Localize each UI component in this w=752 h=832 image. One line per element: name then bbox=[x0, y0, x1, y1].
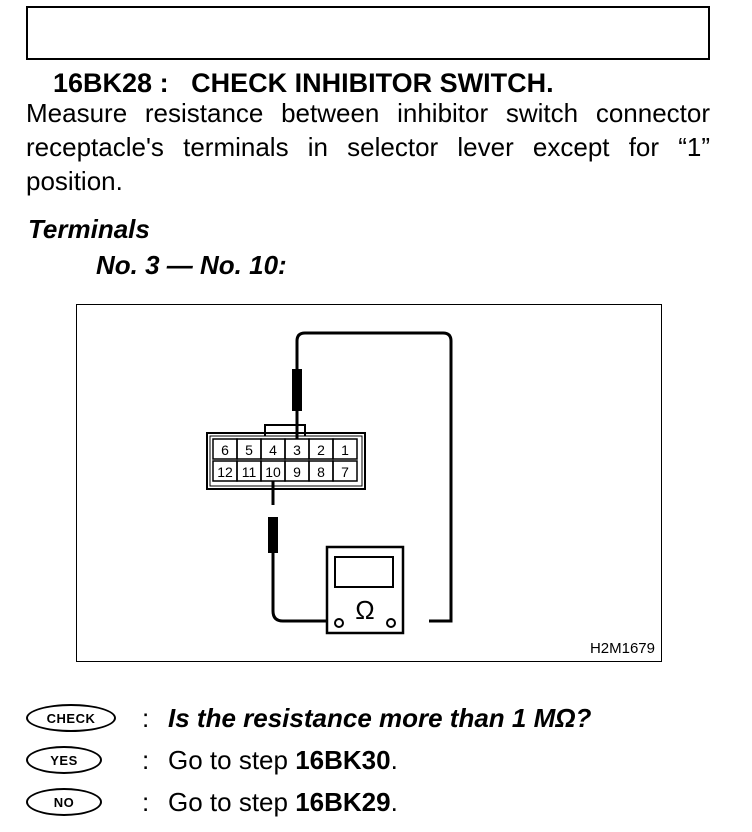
pin-3: 3 bbox=[293, 442, 301, 458]
step-title: 16BK28 : CHECK INHIBITOR SWITCH. bbox=[53, 68, 554, 98]
pin-12: 12 bbox=[217, 464, 233, 480]
step-header: 16BK28 : CHECK INHIBITOR SWITCH. bbox=[26, 6, 710, 98]
pin-9: 9 bbox=[293, 464, 301, 480]
no-instruction: Go to step 16BK29. bbox=[168, 787, 398, 818]
yes-colon: : bbox=[142, 744, 150, 775]
pin-1: 1 bbox=[341, 442, 349, 458]
yes-instruction: Go to step 16BK30. bbox=[168, 745, 398, 776]
probe-upper bbox=[292, 369, 302, 411]
pin-6: 6 bbox=[221, 442, 229, 458]
figure-code: H2M1679 bbox=[589, 640, 655, 657]
meter-terminal-left bbox=[334, 618, 344, 628]
check-badge: CHECK bbox=[26, 704, 116, 732]
meter-terminal-right bbox=[386, 618, 396, 628]
pin-5: 5 bbox=[245, 442, 253, 458]
pin-4: 4 bbox=[269, 442, 277, 458]
no-colon: : bbox=[142, 786, 150, 817]
no-suffix: . bbox=[390, 786, 398, 817]
pin-2: 2 bbox=[317, 442, 325, 458]
meter-ohm-symbol: Ω bbox=[355, 595, 374, 625]
circuit-figure: 6 5 4 3 2 1 12 11 10 9 8 7 Ω H2M1679 bbox=[76, 304, 662, 662]
connector-cells bbox=[212, 438, 358, 482]
probe-lower bbox=[268, 517, 278, 553]
probe-wire-lower bbox=[271, 481, 335, 623]
meter-display bbox=[334, 556, 394, 588]
connector-outline bbox=[206, 432, 366, 490]
check-question: Is the resistance more than 1 MΩ? bbox=[168, 702, 592, 733]
check-row: CHECK : Is the resistance more than 1 MΩ… bbox=[26, 700, 591, 736]
yes-prefix: Go to step bbox=[168, 744, 296, 775]
check-colon: : bbox=[142, 702, 150, 733]
pin-11: 11 bbox=[242, 464, 257, 480]
yes-target-step: 16BK30 bbox=[295, 744, 391, 775]
instruction-text: Measure resistance between inhibitor swi… bbox=[26, 98, 710, 196]
yes-row: YES : Go to step 16BK30. bbox=[26, 742, 398, 778]
connector-inner bbox=[209, 435, 363, 487]
connector-latch bbox=[264, 424, 306, 436]
no-row: NO : Go to step 16BK29. bbox=[26, 784, 398, 820]
terminals-heading: Terminals bbox=[28, 214, 150, 244]
pin-8: 8 bbox=[317, 464, 325, 480]
terminals-pair: No. 3 — No. 10: bbox=[96, 250, 287, 280]
circuit-diagram: 6 5 4 3 2 1 12 11 10 9 8 7 Ω bbox=[206, 331, 453, 635]
yes-suffix: . bbox=[390, 744, 398, 775]
no-prefix: Go to step bbox=[168, 786, 296, 817]
no-badge: NO bbox=[26, 788, 102, 816]
pin-7: 7 bbox=[341, 464, 349, 480]
yes-badge: YES bbox=[26, 746, 102, 774]
pin-10: 10 bbox=[265, 464, 281, 480]
no-target-step: 16BK29 bbox=[295, 786, 391, 817]
